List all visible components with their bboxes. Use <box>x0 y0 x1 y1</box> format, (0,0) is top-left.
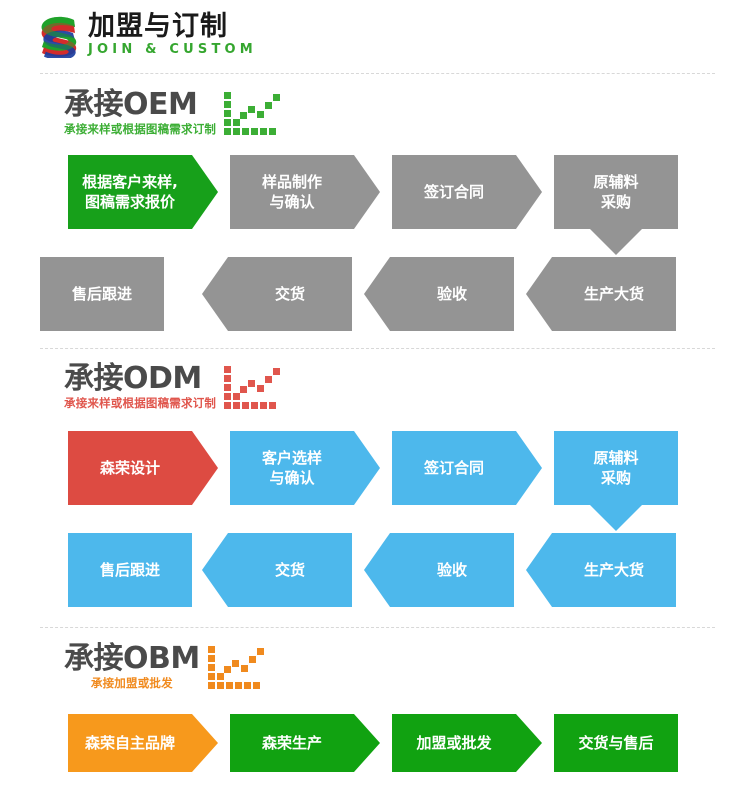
section-title-oem: 承接OEM <box>64 87 198 122</box>
arrow-right-icon <box>516 714 542 772</box>
flow-step-oem-r2-4[interactable]: 生产大货 <box>526 257 676 331</box>
arrow-right-icon <box>354 714 380 772</box>
arrow-right-icon <box>516 431 542 505</box>
page-header: 加盟与订制 JOIN & CUSTOM <box>0 0 755 72</box>
section-subtitle-obm: 承接加盟或批发 <box>90 676 173 690</box>
flow-step-odm-r1-1[interactable]: 森荣设计 <box>68 431 218 505</box>
arrow-left-icon <box>202 257 228 331</box>
flow-step-odm-r1-4[interactable]: 原辅料 采购 <box>554 431 678 531</box>
arrow-left-icon <box>526 257 552 331</box>
flow-step-obm-2[interactable]: 森荣生产 <box>230 714 380 772</box>
arrow-left-icon <box>364 257 390 331</box>
header-text-block: 加盟与订制 JOIN & CUSTOM <box>88 12 257 58</box>
flow-step-label: 签订合同 <box>423 458 484 477</box>
red-chart-arrow-icon <box>224 366 284 416</box>
page-title: 加盟与订制 <box>88 11 228 42</box>
flow-step-obm-3[interactable]: 加盟或批发 <box>392 714 542 772</box>
green-chart-arrow-icon <box>224 92 284 142</box>
divider-top <box>40 73 715 74</box>
flow-step-oem-r2-1[interactable]: 售后跟进 <box>40 257 164 331</box>
flow-step-label: 样品制作 与确认 <box>261 172 322 211</box>
flow-step-label: 交货 <box>274 560 305 579</box>
flow-step-oem-r2-3[interactable]: 验收 <box>364 257 514 331</box>
flow-step-oem-r1-1[interactable]: 根据客户来样, 图稿需求报价 <box>68 155 218 229</box>
arrow-down-icon <box>590 229 642 255</box>
section-title-odm: 承接ODM <box>64 361 202 396</box>
flow-step-label: 验收 <box>436 560 467 579</box>
arrow-left-icon <box>526 533 552 607</box>
flow-step-label: 签订合同 <box>423 182 484 201</box>
flow-step-label: 交货 <box>274 284 305 303</box>
flow-step-label: 森荣生产 <box>261 733 322 752</box>
divider-mid-1 <box>40 348 715 349</box>
arrow-down-icon <box>590 505 642 531</box>
flow-step-oem-r1-3[interactable]: 签订合同 <box>392 155 542 229</box>
arrow-left-icon <box>202 533 228 607</box>
flow-step-label: 森荣自主品牌 <box>84 733 175 752</box>
flow-step-label: 生产大货 <box>583 284 644 303</box>
flow-step-odm-r1-3[interactable]: 签订合同 <box>392 431 542 505</box>
flow-step-odm-r2-1[interactable]: 售后跟进 <box>68 533 192 607</box>
section-heading-obm: 承接OBM 承接加盟或批发 <box>64 642 268 696</box>
flow-step-oem-r2-2[interactable]: 交货 <box>202 257 352 331</box>
flow-step-label: 原辅料 采购 <box>593 172 639 211</box>
section-subtitle-odm: 承接来样或根据图稿需求订制 <box>64 396 217 410</box>
section-heading-odm: 承接ODM 承接来样或根据图稿需求订制 <box>64 362 284 416</box>
arrow-right-icon <box>354 431 380 505</box>
flow-step-label: 客户选样 与确认 <box>261 448 322 487</box>
page-subtitle: JOIN & CUSTOM <box>88 42 257 57</box>
flow-step-label: 售后跟进 <box>99 560 160 579</box>
flow-step-label: 验收 <box>436 284 467 303</box>
flow-step-odm-r1-2[interactable]: 客户选样 与确认 <box>230 431 380 505</box>
flow-step-label: 森荣设计 <box>99 458 160 477</box>
arrow-right-icon <box>192 155 218 229</box>
divider-mid-2 <box>40 627 715 628</box>
flow-step-obm-4[interactable]: 交货与售后 <box>554 714 678 772</box>
arrow-right-icon <box>192 431 218 505</box>
flow-step-label: 加盟或批发 <box>416 733 492 752</box>
orange-chart-arrow-icon <box>207 646 268 696</box>
section-subtitle-oem: 承接来样或根据图稿需求订制 <box>64 122 217 136</box>
flow-step-oem-r1-4[interactable]: 原辅料 采购 <box>554 155 678 255</box>
arrow-right-icon <box>192 714 218 772</box>
arrow-right-icon <box>516 155 542 229</box>
flow-step-odm-r2-3[interactable]: 验收 <box>364 533 514 607</box>
flow-step-label: 售后跟进 <box>71 284 132 303</box>
arrow-right-icon <box>354 155 380 229</box>
arrow-left-icon <box>364 533 390 607</box>
flow-step-label: 生产大货 <box>583 560 644 579</box>
flow-step-odm-r2-2[interactable]: 交货 <box>202 533 352 607</box>
flow-step-oem-r1-2[interactable]: 样品制作 与确认 <box>230 155 380 229</box>
flow-step-label: 原辅料 采购 <box>593 448 639 487</box>
flow-step-label: 根据客户来样, 图稿需求报价 <box>82 172 178 211</box>
section-title-obm: 承接OBM <box>64 641 200 676</box>
flow-step-odm-r2-4[interactable]: 生产大货 <box>526 533 676 607</box>
flow-step-obm-1[interactable]: 森荣自主品牌 <box>68 714 218 772</box>
sensen-s-logo-icon <box>36 14 84 60</box>
section-heading-oem: 承接OEM 承接来样或根据图稿需求订制 <box>64 88 284 142</box>
flow-step-label: 交货与售后 <box>578 733 654 752</box>
